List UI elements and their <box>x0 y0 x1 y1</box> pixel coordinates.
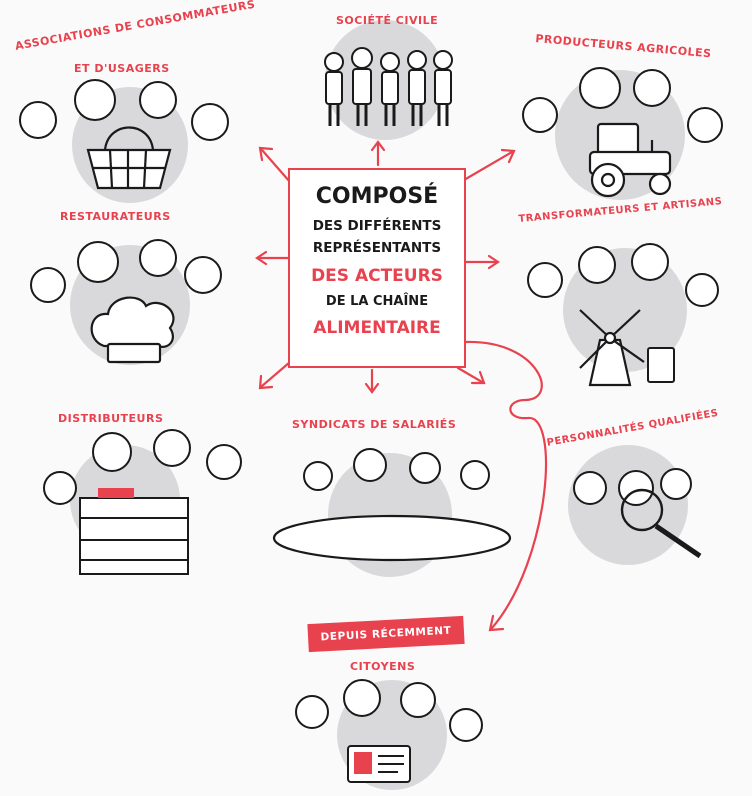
arrows <box>255 140 548 632</box>
person-icon <box>381 71 399 105</box>
label-citizens: CITOYENS <box>350 660 416 673</box>
face-icon <box>153 429 191 467</box>
arrow-experts-short <box>456 366 484 384</box>
arrowhead-consumers <box>258 146 274 162</box>
face-icon <box>303 461 333 491</box>
face-icon <box>343 679 381 717</box>
arrow-consumers <box>260 148 292 184</box>
blob-experts <box>568 445 688 565</box>
face-icon <box>685 273 719 307</box>
table-icon <box>272 514 512 562</box>
id-card-icon <box>347 745 411 783</box>
arrow-citizens <box>464 340 548 630</box>
center-line-representants: REPRÉSENTANTS <box>312 240 442 256</box>
face-icon <box>30 267 66 303</box>
label-unions: SYNDICATS DE SALARIÉS <box>292 418 457 431</box>
center-line-compose: COMPOSÉ <box>315 184 439 209</box>
face-icon <box>449 708 483 742</box>
face-icon <box>660 468 692 500</box>
face-icon <box>527 262 563 298</box>
face-icon <box>77 241 119 283</box>
background-blobs <box>70 20 688 790</box>
person-icon <box>408 69 426 105</box>
label-civil-society: SOCIÉTÉ CIVILE <box>336 14 439 27</box>
face-icon <box>460 460 490 490</box>
arrowhead-unions <box>364 382 380 394</box>
shop-shelf-icon <box>79 488 189 575</box>
face-icon <box>43 471 77 505</box>
arrowhead-citizens <box>488 614 505 632</box>
arrowhead-processors <box>487 254 500 270</box>
face-icon <box>353 448 387 482</box>
arrowhead-civil <box>370 140 386 152</box>
arrowhead-distributors <box>258 374 274 390</box>
civil-society-figures <box>324 47 453 105</box>
arrowhead-restaurants <box>255 250 268 266</box>
face-icon <box>139 81 177 119</box>
face-icon <box>579 67 621 109</box>
face-icon <box>139 239 177 277</box>
flour-bag-icon <box>647 347 675 383</box>
face-icon <box>573 471 607 505</box>
person-icon <box>324 52 344 72</box>
face-icon <box>191 103 229 141</box>
face-icon <box>400 682 436 718</box>
chef-hat-icon <box>90 296 175 364</box>
arrowhead-farmers <box>500 148 516 164</box>
arrow-farmers <box>462 150 514 182</box>
face-icon <box>206 444 242 480</box>
basket-icon <box>86 126 172 190</box>
face-icon <box>92 432 132 472</box>
label-distributors: DISTRIBUTEURS <box>58 412 164 425</box>
face-icon <box>74 79 116 121</box>
windmill-icon <box>579 309 645 387</box>
face-icon <box>633 69 671 107</box>
person-icon <box>433 50 453 70</box>
person-icon <box>380 52 400 72</box>
civil-society-legs <box>328 104 449 126</box>
face-icon <box>19 101 57 139</box>
face-icon <box>687 107 723 143</box>
tractor-icon <box>588 122 672 198</box>
arrowhead-experts-short <box>470 370 486 385</box>
center-line-differents: DES DIFFÉRENTS <box>312 218 442 234</box>
faces <box>19 67 723 742</box>
center-line-acteurs: DES ACTEURS <box>311 266 443 286</box>
central-statement-box: COMPOSÉ DES DIFFÉRENTS REPRÉSENTANTS DES… <box>288 168 466 368</box>
face-icon <box>184 256 222 294</box>
magnifier-icon <box>620 488 702 559</box>
face-icon <box>522 97 558 133</box>
center-line-alimentaire: ALIMENTAIRE <box>313 318 441 338</box>
person-icon <box>351 47 373 69</box>
center-line-chaine: DE LA CHAÎNE <box>325 294 429 309</box>
label-consumers-line2: ET D'USAGERS <box>74 62 170 75</box>
face-icon <box>578 246 616 284</box>
face-icon <box>295 695 329 729</box>
person-icon <box>352 68 372 105</box>
arrow-distributors <box>260 360 292 388</box>
face-icon <box>631 243 669 281</box>
label-restaurants: RESTAURATEURS <box>60 210 171 223</box>
face-icon <box>409 452 441 484</box>
person-icon <box>407 50 427 70</box>
person-icon <box>434 69 452 105</box>
person-icon <box>325 71 343 105</box>
